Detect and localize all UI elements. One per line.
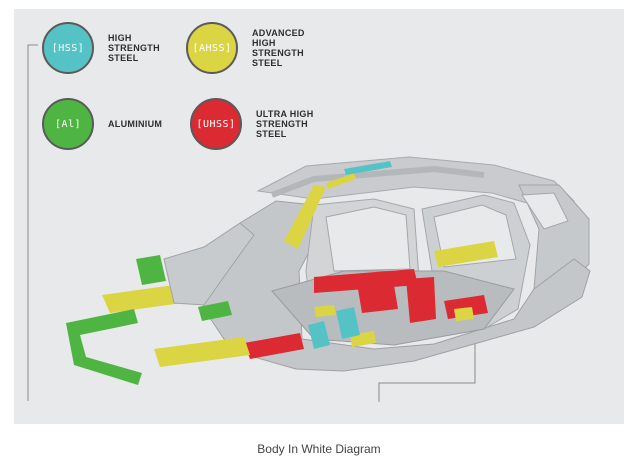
legend-ahss: [AHSS] ADVANCED HIGH STRENGTH STEEL	[186, 22, 305, 74]
callout-line	[378, 321, 476, 402]
legend-hss-label: HIGH STRENGTH STEEL	[108, 33, 160, 63]
legend-ahss-code: [AHSS]	[192, 42, 232, 54]
roof-frame	[256, 156, 576, 206]
legend-hss-circle: [HSS]	[42, 22, 94, 74]
rear-quarter-window	[521, 192, 569, 230]
legend-uhss-code: [UHSS]	[196, 118, 236, 130]
hss-seat-bracket-2	[336, 307, 360, 339]
legend-ahss-label: ADVANCED HIGH STRENGTH STEEL	[252, 28, 305, 68]
legend-uhss-circle: [UHSS]	[190, 98, 242, 150]
ahss-rear-bracket	[454, 307, 474, 321]
front-window-opening	[325, 206, 411, 272]
legend-ahss-circle: [AHSS]	[186, 22, 238, 74]
ahss-roof-rail	[326, 173, 356, 189]
legend-uhss: [UHSS] ULTRA HIGH STRENGTH STEEL	[190, 98, 314, 150]
legend-uhss-label: ULTRA HIGH STRENGTH STEEL	[256, 109, 314, 139]
ahss-front-rail	[102, 285, 182, 313]
legend-hss: [HSS] HIGH STRENGTH STEEL	[42, 22, 160, 74]
roof-crossmember	[270, 165, 485, 198]
ahss-a-pillar	[284, 185, 326, 249]
ahss-rear-crossmember	[434, 241, 498, 267]
hss-seat-bracket-1	[308, 321, 330, 349]
legend-connector-line	[27, 44, 38, 401]
uhss-rocker-front	[244, 333, 304, 359]
legend-aluminium-label: ALUMINIUM	[108, 119, 163, 129]
legend-aluminium: [Al] ALUMINIUM	[42, 98, 162, 150]
ahss-floor-bar	[314, 305, 336, 317]
figure-caption: Body In White Diagram	[257, 442, 381, 456]
aluminium-shock-tower	[198, 301, 232, 321]
legend-aluminium-code: [Al]	[54, 118, 82, 130]
car-body-diagram	[27, 44, 591, 402]
front-apron	[163, 222, 255, 306]
uhss-tunnel	[358, 285, 398, 313]
legend-hss-code: [HSS]	[51, 42, 85, 54]
legend-aluminium-circle: [Al]	[42, 98, 94, 150]
aluminium-crash-box	[136, 255, 166, 285]
aluminium-front-bumper	[66, 309, 142, 385]
hss-roof-bow	[344, 161, 392, 175]
ahss-lower-rail	[154, 337, 250, 367]
uhss-b-pillar-base	[406, 277, 436, 323]
diagram-figure: [HSS] HIGH STRENGTH STEEL [AHSS] ADVANCE…	[14, 9, 624, 424]
